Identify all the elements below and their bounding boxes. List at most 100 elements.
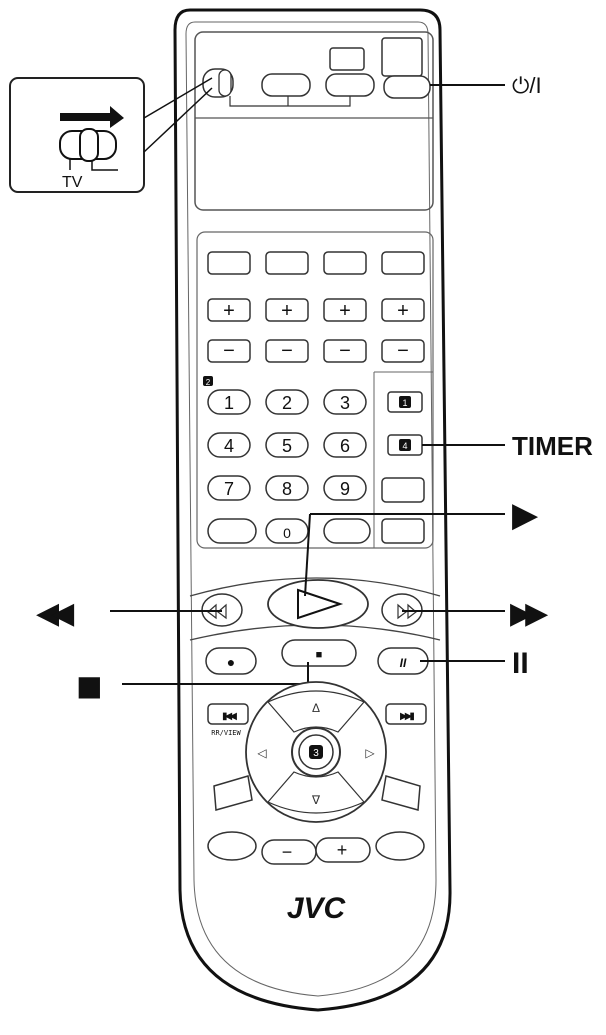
mid-panel bbox=[196, 231, 434, 549]
nav-up-button[interactable] bbox=[267, 690, 365, 733]
prev-chapter-label: ▮◀◀ bbox=[222, 711, 237, 722]
fast-forward-callout-label: ▶▶ bbox=[510, 597, 548, 630]
color-button-3[interactable] bbox=[323, 251, 367, 275]
right-blank-button-2[interactable] bbox=[381, 518, 425, 544]
plus-label-2: + bbox=[281, 300, 293, 322]
digit-button-5[interactable] bbox=[265, 432, 309, 458]
minus-button-4[interactable] bbox=[381, 339, 425, 363]
marker-4-label: 4 bbox=[402, 441, 407, 451]
number-keypad: 1 2 3 4 5 6 7 8 9 0 bbox=[207, 389, 367, 544]
rr-view-label: RR/VIEW bbox=[211, 729, 241, 737]
inset-leader-top bbox=[143, 77, 213, 119]
stop-button[interactable] bbox=[281, 639, 357, 667]
marker-2-label: 2 bbox=[206, 378, 211, 387]
minus-button-row: − − − − bbox=[207, 339, 425, 363]
plus-label-4: + bbox=[397, 300, 409, 322]
plus-label-1: + bbox=[223, 300, 235, 322]
digit-button-9[interactable] bbox=[323, 475, 367, 501]
bottom-left-oval-button[interactable] bbox=[207, 831, 257, 861]
nav-right-icon: ▷ bbox=[365, 746, 375, 760]
record-button[interactable] bbox=[205, 647, 257, 675]
digit-label-2: 2 bbox=[282, 393, 292, 413]
digit-button-8[interactable] bbox=[265, 475, 309, 501]
digit-button-7[interactable] bbox=[207, 475, 251, 501]
nav-left-icon: ◁ bbox=[257, 746, 267, 760]
minus-button-1[interactable] bbox=[207, 339, 251, 363]
marker-4-badge bbox=[399, 439, 411, 451]
volume-minus-label: − bbox=[282, 842, 293, 862]
plus-label-3: + bbox=[339, 300, 351, 322]
color-button-2[interactable] bbox=[265, 251, 309, 275]
power-callout-label: ⏻/I bbox=[512, 73, 542, 98]
plus-button-3[interactable] bbox=[323, 298, 367, 322]
marker-2-badge bbox=[203, 376, 213, 386]
top-button-b[interactable] bbox=[325, 73, 375, 97]
top-bracket bbox=[229, 96, 351, 107]
play-leader bbox=[304, 513, 311, 597]
top-power-block bbox=[381, 37, 423, 77]
marker-3-badge bbox=[309, 745, 323, 759]
digit-label-0: 0 bbox=[283, 525, 291, 541]
digit-label-1: 1 bbox=[224, 393, 234, 413]
right-blank-button-1[interactable] bbox=[381, 477, 425, 503]
next-chapter-label: ▶▶▮ bbox=[400, 711, 414, 722]
plus-button-row: + + + + bbox=[207, 298, 425, 322]
rewind-callout-label: ◀◀ bbox=[36, 597, 74, 630]
digit-label-3: 3 bbox=[340, 393, 350, 413]
volume-plus-label: + bbox=[337, 840, 348, 860]
digit-button-4[interactable] bbox=[207, 432, 251, 458]
minus-label-2: − bbox=[281, 340, 293, 362]
top-panel bbox=[194, 31, 434, 211]
minus-button-3[interactable] bbox=[323, 339, 367, 363]
inset-leader-bottom bbox=[143, 87, 213, 153]
mode-slide-knob bbox=[218, 69, 232, 97]
play-callout-label: ▶ bbox=[512, 496, 539, 534]
transport-band bbox=[189, 577, 441, 597]
keypad-side-right-button[interactable] bbox=[323, 518, 371, 544]
timer-callout-label: TIMER bbox=[512, 431, 593, 461]
minus-label-4: − bbox=[397, 340, 409, 362]
plus-button-4[interactable] bbox=[381, 298, 425, 322]
top-small-button[interactable] bbox=[329, 47, 365, 71]
volume-plus-button[interactable] bbox=[315, 837, 371, 863]
bottom-right-oval-button[interactable] bbox=[375, 831, 425, 861]
inset-switch-legs bbox=[69, 159, 118, 171]
marker-1-badge bbox=[399, 396, 411, 408]
stop-callout-label: ■ bbox=[76, 662, 103, 711]
digit-button-1[interactable] bbox=[207, 389, 251, 415]
top-button-a[interactable] bbox=[261, 73, 311, 97]
pause-callout-label: II bbox=[512, 647, 529, 680]
color-button-row bbox=[207, 251, 425, 275]
minus-label-3: − bbox=[339, 340, 351, 362]
digit-label-5: 5 bbox=[282, 436, 292, 456]
nav-up-icon: Δ bbox=[312, 701, 320, 715]
side-button-left[interactable] bbox=[213, 775, 253, 811]
record-button-icon: ● bbox=[227, 654, 235, 670]
nav-down-button[interactable] bbox=[267, 771, 365, 814]
digit-button-3[interactable] bbox=[323, 389, 367, 415]
digit-label-7: 7 bbox=[224, 479, 234, 499]
digit-label-6: 6 bbox=[340, 436, 350, 456]
inset-tv-label: TV bbox=[62, 174, 83, 191]
digit-button-2[interactable] bbox=[265, 389, 309, 415]
play-button-icon bbox=[297, 588, 344, 620]
prev-chapter-button[interactable] bbox=[207, 703, 249, 725]
keypad-side-left-button[interactable] bbox=[207, 518, 257, 544]
minus-label-1: − bbox=[223, 340, 235, 362]
digit-label-9: 9 bbox=[340, 479, 350, 499]
color-button-1[interactable] bbox=[207, 251, 251, 275]
brand-logo: JVC bbox=[287, 892, 347, 925]
minus-button-2[interactable] bbox=[265, 339, 309, 363]
plus-button-2[interactable] bbox=[265, 298, 309, 322]
nav-down-icon: ∇ bbox=[311, 793, 321, 807]
inset-switch-knob bbox=[79, 128, 99, 162]
power-button[interactable] bbox=[383, 75, 431, 99]
plus-button-1[interactable] bbox=[207, 298, 251, 322]
pause-button-icon: II bbox=[400, 656, 407, 670]
stop-button-icon: ■ bbox=[316, 649, 323, 661]
digit-button-6[interactable] bbox=[323, 432, 367, 458]
color-button-4[interactable] bbox=[381, 251, 425, 275]
next-chapter-button[interactable] bbox=[385, 703, 427, 725]
side-button-right[interactable] bbox=[381, 775, 421, 811]
